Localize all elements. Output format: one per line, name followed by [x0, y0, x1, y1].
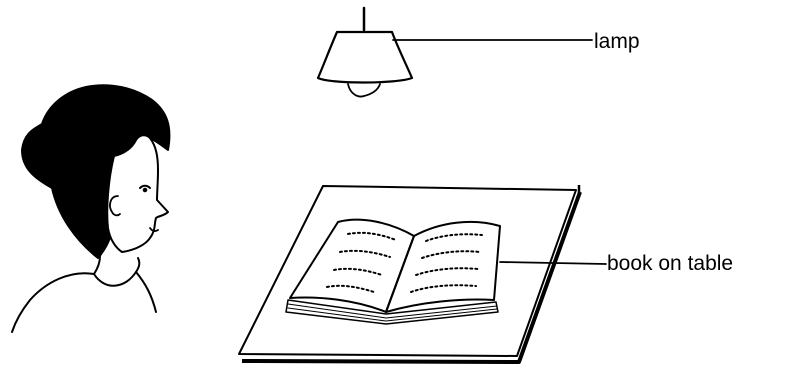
lamp-bulb: [348, 84, 380, 97]
girl-collar: [94, 258, 139, 286]
girl-neck: [94, 256, 100, 274]
book-label: book on table: [607, 253, 733, 274]
hanging-lamp-icon: [318, 8, 592, 97]
girl-illustration: [12, 85, 169, 332]
lamp-label: lamp: [594, 31, 640, 52]
girl-shoulders: [12, 273, 94, 332]
girl-back: [136, 272, 156, 312]
girl-pupil: [143, 188, 147, 192]
